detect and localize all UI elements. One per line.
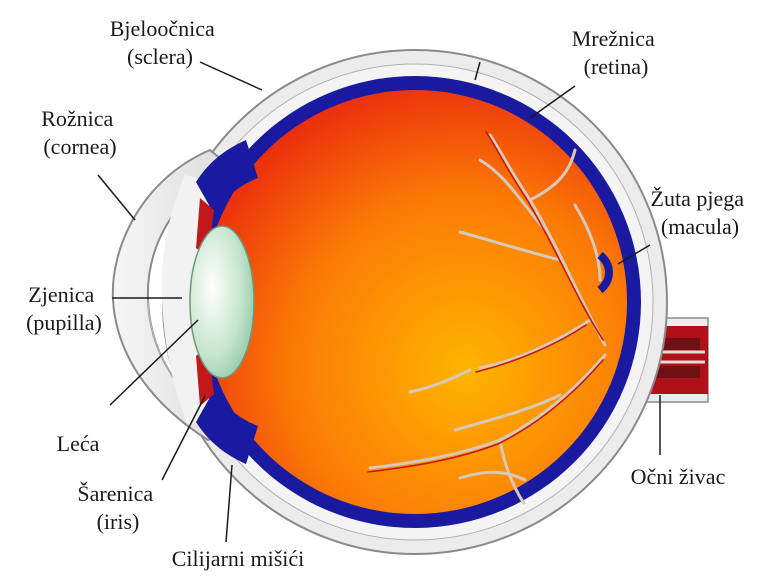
label-optic-nerve: Očni živac [631,464,726,489]
label-macula-line2: (macula) [661,214,739,239]
label-iris: Šarenica (iris) [77,481,158,534]
label-pupil-line1: Zjenica [28,282,94,307]
label-iris-line2: (iris) [97,509,140,534]
label-pupil: Zjenica (pupilla) [26,282,102,335]
label-sclera-line2: (sclera) [127,44,193,69]
label-macula: Žuta pjega (macula) [651,186,750,239]
label-ciliary: Cilijarni mišići [172,546,305,571]
label-cornea-line1: Rožnica [41,106,113,131]
label-retina-line1: Mrežnica [572,26,655,51]
label-iris-line1: Šarenica [77,481,153,506]
label-lens: Leća [57,431,100,456]
label-sclera-line1: Bjeloočnica [110,16,215,41]
label-cornea-line2: (cornea) [43,134,116,159]
label-sclera: Bjeloočnica (sclera) [110,16,221,69]
label-retina: Mrežnica (retina) [572,26,661,79]
vitreous-body [203,90,627,514]
label-macula-line1: Žuta pjega [651,186,745,211]
lens [190,226,254,378]
label-pupil-line2: (pupilla) [26,310,102,335]
label-cornea: Rožnica (cornea) [41,106,119,159]
label-retina-line2: (retina) [584,54,649,79]
